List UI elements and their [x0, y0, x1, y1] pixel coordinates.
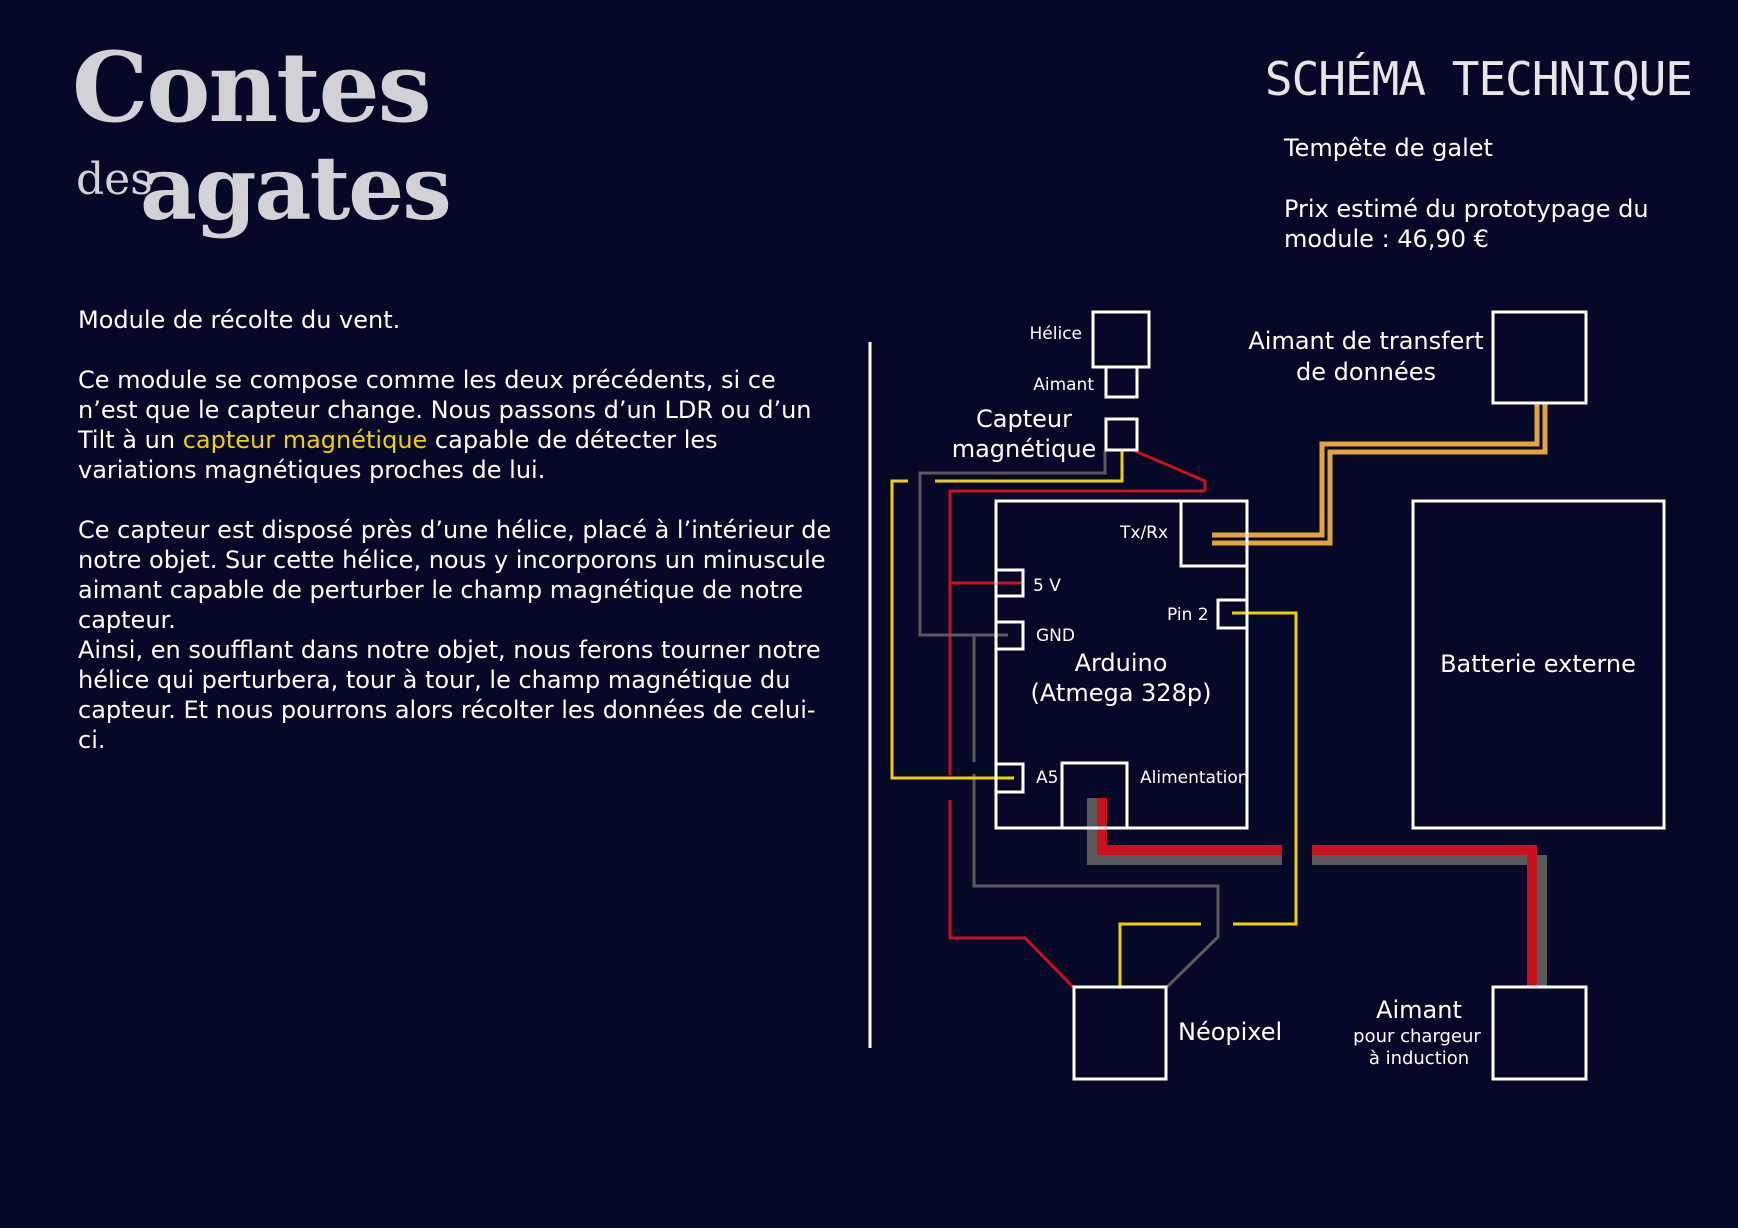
description-paragraph-2: Ce module se compose comme les deux préc… — [78, 365, 838, 485]
pin-gnd — [994, 620, 1025, 651]
wire-battery-power — [1087, 798, 1547, 988]
neopixel-label: Néopixel — [1178, 1018, 1282, 1046]
description-intro: Module de récolte du vent. — [78, 306, 401, 334]
aimant-chargeur-box — [1491, 985, 1588, 1081]
wire-gray-gnd — [918, 451, 1220, 989]
wire-orange-data — [1212, 402, 1548, 546]
logo: Contes des agates — [72, 40, 452, 240]
transfert-label-2: de données — [1296, 358, 1436, 386]
page-title: SCHÉMA TECHNIQUE — [1264, 52, 1693, 106]
capteur-label-1: Capteur — [976, 405, 1072, 433]
highlight-capteur: capteur magnétique — [182, 426, 428, 454]
price-estimate: Prix estimé du prototypage du module : 4… — [1284, 195, 1649, 253]
aimant-small-label: Aimant — [1033, 375, 1094, 395]
aimant-label-1: Aimant — [1376, 996, 1462, 1024]
helice-box — [1091, 310, 1151, 369]
aimant-label-2: pour chargeur — [1353, 1026, 1481, 1047]
description-paragraph-3: Ce capteur est disposé près d’une hélice… — [78, 516, 832, 634]
batterie-box — [1411, 499, 1666, 830]
pin2-label: Pin 2 — [1167, 605, 1209, 625]
logo-line-2a: des — [76, 154, 153, 205]
pin-5v — [994, 568, 1025, 598]
pin-2 — [1216, 598, 1249, 630]
wire-yellow-signal — [890, 451, 1298, 987]
a5-label: A5 — [1036, 768, 1058, 788]
description-p2-after: capable de détecter les variations magné… — [78, 426, 718, 484]
capteur-box — [1104, 417, 1139, 452]
capteur-label-2: magnétique — [952, 435, 1097, 463]
batterie-label: Batterie externe — [1440, 650, 1636, 678]
aimant-label-3: à induction — [1369, 1048, 1469, 1069]
aimant-small-box — [1104, 365, 1139, 399]
logo-line-1: Contes — [72, 31, 432, 144]
module-subtitle: Tempête de galet — [1284, 134, 1493, 162]
description-paragraph-4: Ainsi, en soufflant dans notre objet, no… — [78, 636, 821, 754]
description-p2-before: Ce module se compose comme les deux préc… — [78, 366, 812, 454]
five-v-label: 5 V — [1033, 576, 1061, 596]
arduino-label-2: (Atmega 328p) — [1031, 679, 1212, 707]
pin-a5 — [994, 762, 1025, 794]
txrx-label: Tx/Rx — [1119, 523, 1168, 543]
alimentation-label: Alimentation — [1140, 768, 1249, 788]
wire-red-5v — [948, 449, 1207, 989]
logo-line-2b: agates — [140, 136, 452, 240]
txrx-port — [1179, 499, 1249, 568]
description: Module de récolte du vent. Ce module se … — [78, 305, 838, 755]
arduino-label-1: Arduino — [1075, 649, 1168, 677]
alimentation-port — [1060, 761, 1129, 830]
helice-label: Hélice — [1030, 324, 1083, 344]
neopixel-box — [1072, 985, 1168, 1081]
aimant-transfert-box — [1491, 310, 1588, 405]
gnd-label: GND — [1036, 626, 1075, 646]
transfert-label-1: Aimant de transfert — [1248, 327, 1483, 355]
